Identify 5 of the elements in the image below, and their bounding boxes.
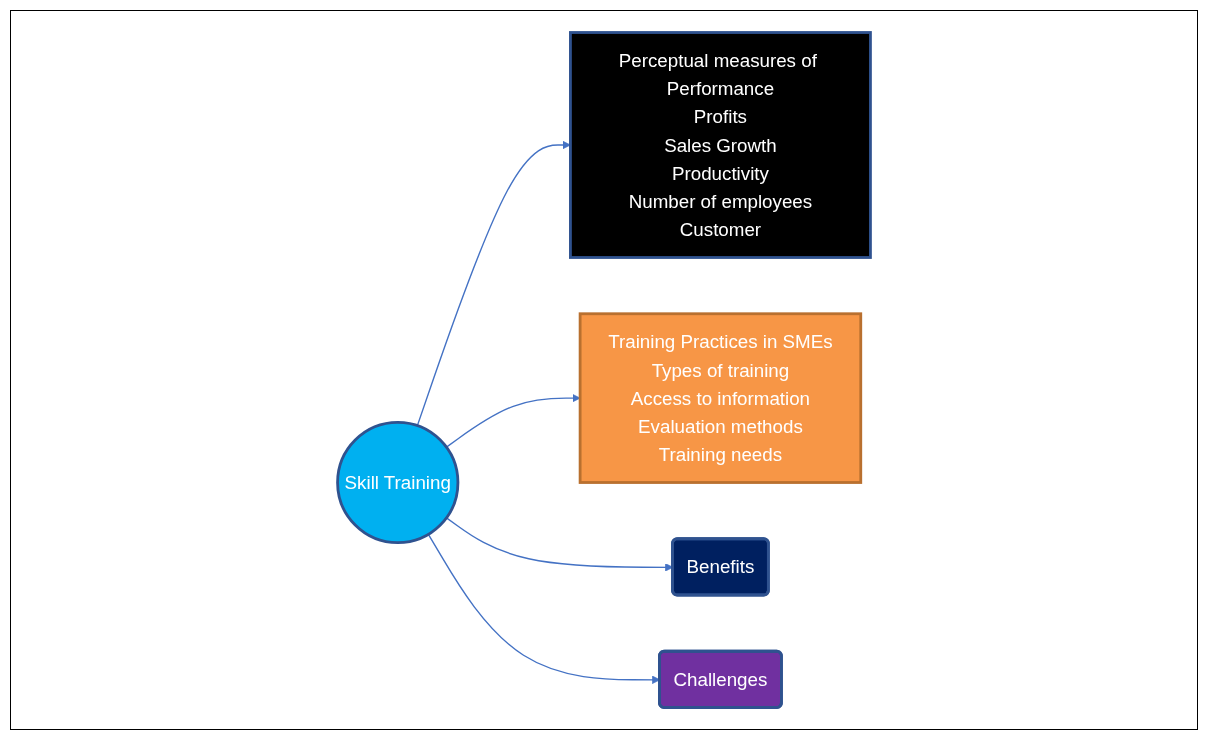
node-box: Perceptual measures of Performance Profits Sales Growth Productivity Number of employees Customer <box>569 31 872 259</box>
arrow <box>445 394 581 448</box>
arrow <box>416 140 571 427</box>
node-circle: Skill Training <box>336 420 460 545</box>
node-box: Training Practices in SMEs Types of training Access to information Evaluation methods Training needs <box>578 312 863 484</box>
